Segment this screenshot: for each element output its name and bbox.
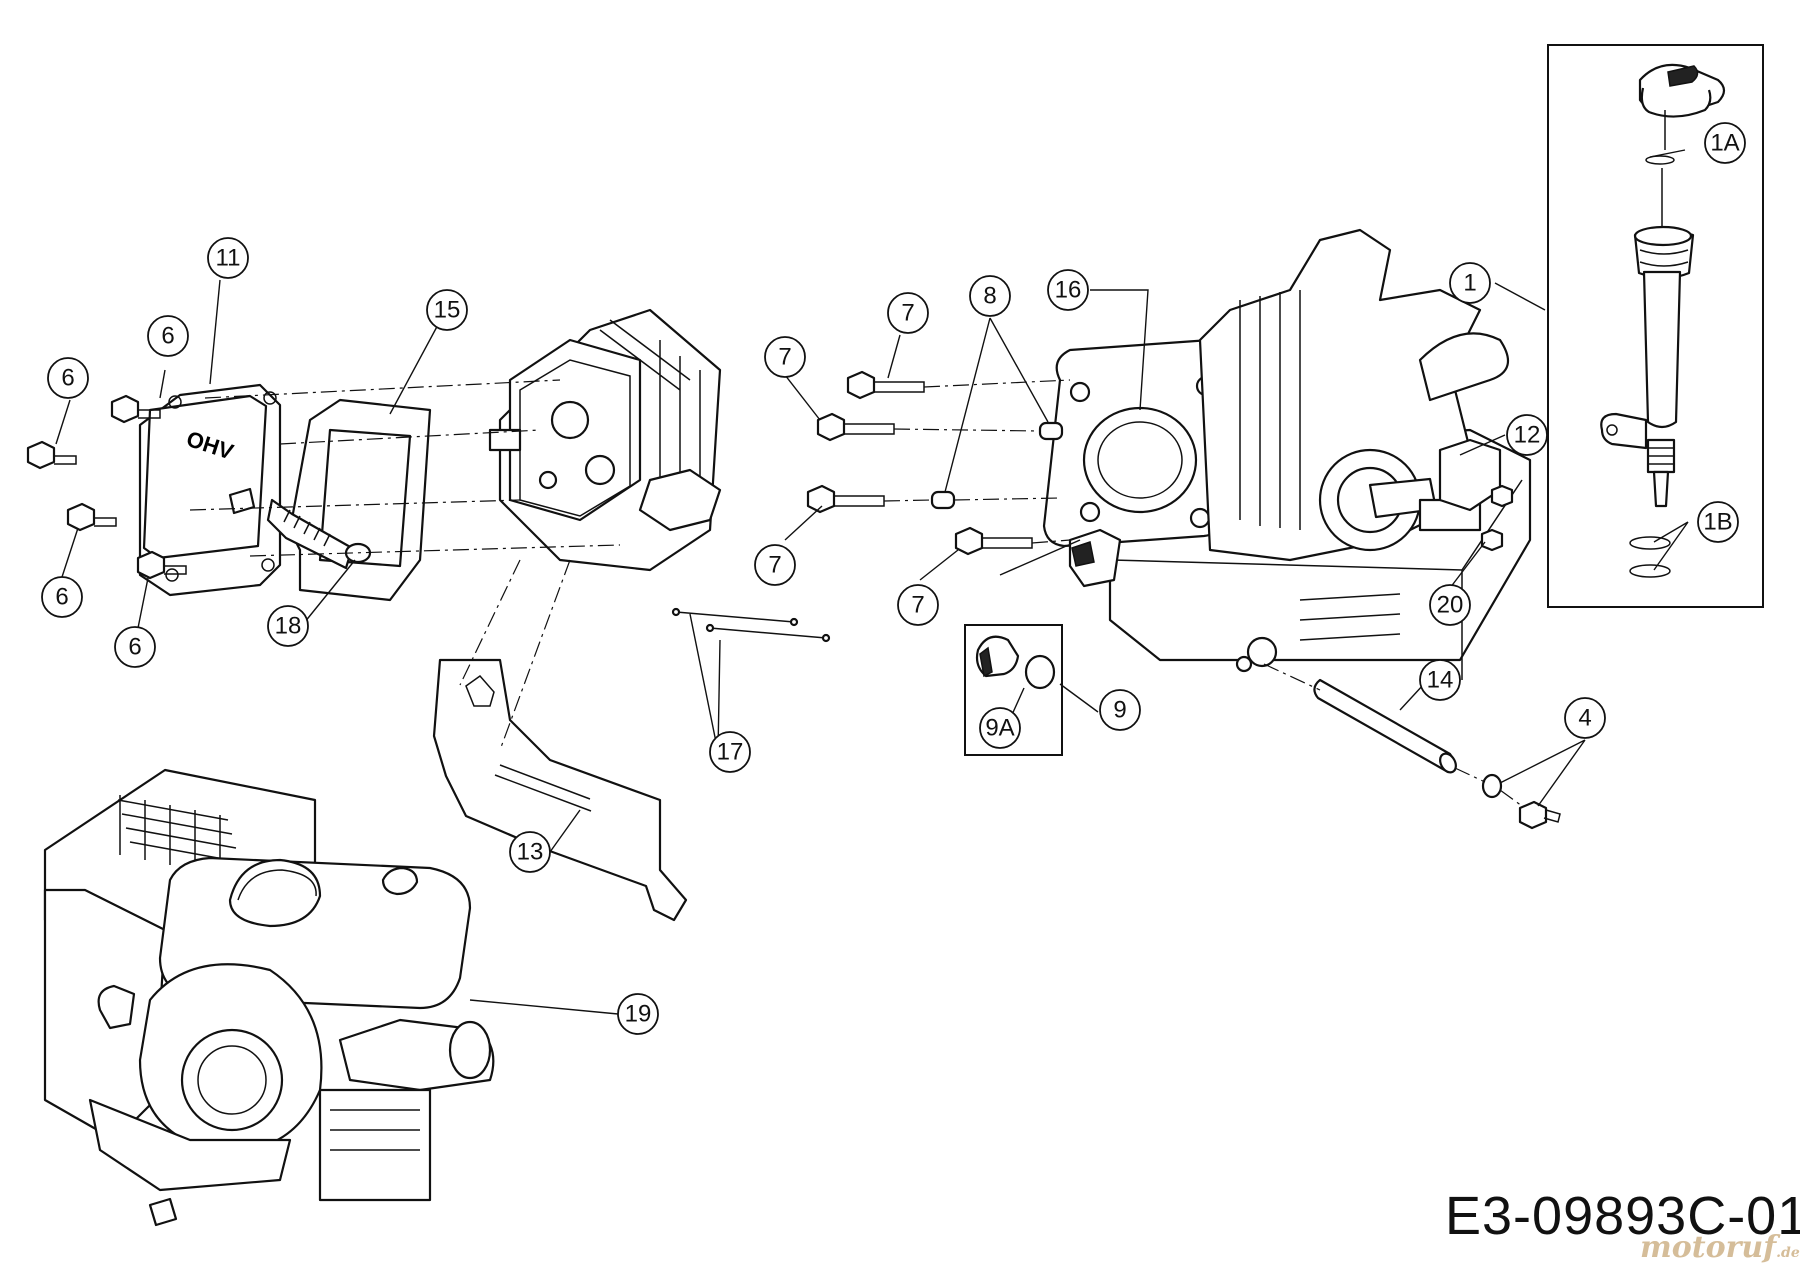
crankcase-block xyxy=(1042,228,1532,680)
callout-8: 8 xyxy=(969,275,1011,317)
svg-text:13: 13 xyxy=(517,839,544,866)
svg-text:9A: 9A xyxy=(985,715,1014,742)
oil-cap-inset-frame xyxy=(964,624,1063,756)
callout-7c: 7 xyxy=(754,544,796,586)
drain-washer xyxy=(1481,773,1503,799)
callout-9: 9 xyxy=(1099,689,1141,731)
callout-1: 1 xyxy=(1449,262,1491,304)
svg-text:7: 7 xyxy=(911,592,924,619)
callout-6a: 6 xyxy=(147,315,189,357)
watermark-tld: .de xyxy=(1776,1245,1800,1261)
svg-text:12: 12 xyxy=(1514,422,1541,449)
breather-hose xyxy=(266,498,354,570)
dowel-pin-lower xyxy=(930,490,956,510)
svg-text:7: 7 xyxy=(901,300,914,327)
svg-text:19: 19 xyxy=(625,1001,652,1028)
callout-17: 17 xyxy=(709,731,751,773)
svg-text:15: 15 xyxy=(434,297,461,324)
assembled-engine xyxy=(43,768,495,1227)
head-bolts xyxy=(806,370,1033,556)
svg-text:6: 6 xyxy=(161,323,174,350)
callout-1A: 1A xyxy=(1704,122,1746,164)
svg-text:4: 4 xyxy=(1578,705,1591,732)
svg-text:6: 6 xyxy=(128,634,141,661)
dipstick-inset-frame xyxy=(1547,44,1764,608)
svg-text:11: 11 xyxy=(216,245,241,272)
svg-text:8: 8 xyxy=(983,283,996,310)
svg-text:17: 17 xyxy=(717,739,744,766)
callout-6c: 6 xyxy=(41,576,83,618)
svg-text:1: 1 xyxy=(1463,270,1476,297)
watermark-text: motoruf xyxy=(1640,1230,1777,1265)
svg-text:6: 6 xyxy=(61,365,74,392)
oil-cap-o-ring xyxy=(1024,654,1056,690)
pushrods xyxy=(671,607,831,643)
svg-text:6: 6 xyxy=(55,584,68,611)
head-gasket xyxy=(288,398,432,602)
crank-shaft-pin xyxy=(1313,678,1457,774)
svg-text:20: 20 xyxy=(1437,592,1464,619)
svg-text:9: 9 xyxy=(1113,697,1126,724)
callout-14: 14 xyxy=(1419,659,1461,701)
callout-7a: 7 xyxy=(887,292,929,334)
callout-7d: 7 xyxy=(897,584,939,626)
callout-19: 19 xyxy=(617,993,659,1035)
valve-cover: OHV xyxy=(138,383,282,597)
svg-text:14: 14 xyxy=(1427,667,1454,694)
dowel-pin-upper xyxy=(1038,421,1064,441)
svg-text:1A: 1A xyxy=(1710,130,1739,157)
drawing-code: E3-09893C-01 xyxy=(1445,1186,1800,1246)
dipstick-assembly xyxy=(1600,63,1726,578)
svg-text:16: 16 xyxy=(1055,277,1082,304)
callout-1B: 1B xyxy=(1697,501,1739,543)
svg-text:1B: 1B xyxy=(1703,509,1732,536)
drain-bolt xyxy=(1518,800,1548,830)
alignment-lines xyxy=(189,379,1523,807)
callout-9A: 9A xyxy=(979,707,1021,749)
watermark-logo: motoruf.de xyxy=(1640,1230,1800,1265)
svg-text:18: 18 xyxy=(275,613,302,640)
pushrod-guide-plate xyxy=(432,658,688,922)
callout-16: 16 xyxy=(1047,269,1089,311)
callout-12: 12 xyxy=(1506,414,1548,456)
callout-11: 11 xyxy=(207,237,249,279)
callout-6d: 6 xyxy=(114,626,156,668)
callout-4: 4 xyxy=(1564,697,1606,739)
leader-lines xyxy=(55,149,1689,1015)
callout-7b: 7 xyxy=(764,336,806,378)
svg-text:7: 7 xyxy=(768,552,781,579)
svg-text:7: 7 xyxy=(778,344,791,371)
callout-13: 13 xyxy=(509,831,551,873)
callout-6b: 6 xyxy=(47,357,89,399)
valve-cover-bolts xyxy=(26,394,187,580)
callout-18: 18 xyxy=(267,605,309,647)
cylinder-head xyxy=(488,308,722,572)
callout-15: 15 xyxy=(426,289,468,331)
callout-20: 20 xyxy=(1429,584,1471,626)
